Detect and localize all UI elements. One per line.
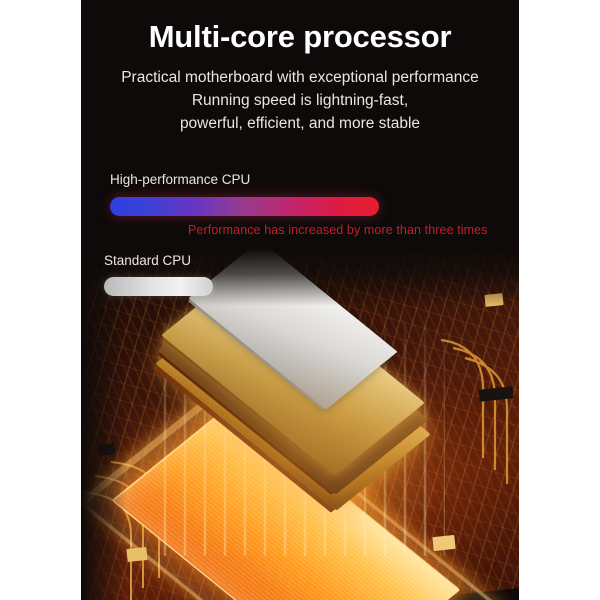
high-performance-cpu-bar [110,197,379,217]
subtitle-line-3: powerful, efficient, and more stable [179,114,421,132]
smd-pad [432,534,456,552]
performance-increase-note: Performance has increased by more than t… [188,223,488,238]
smd-pad [126,546,148,563]
subtitle-line-2: Running speed is lightning-fast, [191,91,409,109]
subtitle-line-1: Practical motherboard with exceptional p… [121,68,479,86]
high-performance-cpu-group: High-performance CPU Performance has inc… [81,172,519,238]
smd-capacitor [98,443,116,456]
standard-cpu-bar [104,277,213,297]
page-title: Multi-core processor [148,19,452,54]
dark-panel: Multi-core processor Practical motherboa… [81,0,519,600]
cpu-illustration [81,248,519,600]
high-performance-cpu-label: High-performance CPU [110,172,251,187]
standard-cpu-group: Standard CPU [81,238,519,297]
standard-cpu-label: Standard CPU [104,253,192,269]
header-block: Multi-core processor Practical motherboa… [81,0,519,135]
cpu-comparison: High-performance CPU Performance has inc… [81,172,519,297]
page-subtitle: Practical motherboard with exceptional p… [81,55,519,136]
